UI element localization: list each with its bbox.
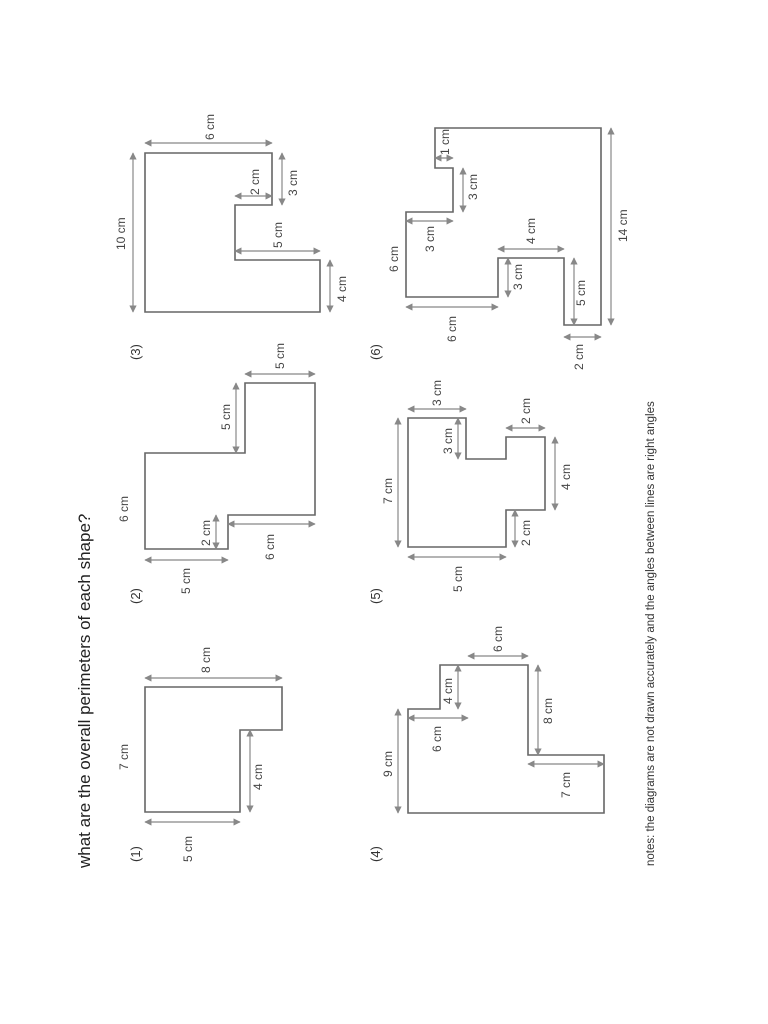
dimension-label: 4 cm [559, 464, 573, 490]
dimension-label: 3 cm [466, 174, 480, 200]
dimension-label: 3 cm [430, 380, 444, 406]
worksheet-title: what are the overall perimeters of each … [75, 514, 94, 869]
shape-6: (6) 1 cm 3 cm 6 cm 3 cm 4 cm 3 cm 6 cm 5… [368, 127, 630, 370]
shape-outline [407, 664, 605, 814]
dimension-label: 6 cm [491, 626, 505, 652]
shape-outline [144, 686, 283, 813]
dimension-label: 3 cm [423, 226, 437, 252]
dimension-label: 3 cm [441, 428, 455, 454]
dimension-label: 5 cm [574, 280, 588, 306]
dimension-label: 2 cm [572, 344, 586, 370]
dimension-label: 6 cm [263, 534, 277, 560]
dimension-label: 4 cm [251, 764, 265, 790]
dimension-label: 6 cm [387, 246, 401, 272]
shape-number: (3) [128, 344, 143, 360]
dimension-label: 2 cm [199, 520, 213, 546]
dimension-label: 3 cm [286, 170, 300, 196]
dimension-label: 5 cm [179, 568, 193, 594]
shape-3: (3) 6 cm 10 cm 2 cm 3 cm 5 cm 4 cm [114, 114, 349, 360]
shape-2: (2) 5 cm 5 cm 6 cm 2 cm 6 cm 5 cm [117, 343, 316, 604]
shape-outline [144, 382, 316, 550]
dimension-label: 14 cm [616, 209, 630, 242]
dimension-label: 5 cm [451, 566, 465, 592]
dimension-label: 4 cm [524, 218, 538, 244]
shape-number: (2) [128, 588, 143, 604]
shape-number: (4) [368, 846, 383, 862]
shape-number: (5) [368, 588, 383, 604]
dimension-label: 7 cm [381, 478, 395, 504]
shape-4: (4) 9 cm 6 cm 4 cm 6 cm 8 cm 7 cm [368, 626, 605, 862]
dimension-label: 1 cm [438, 129, 452, 155]
dimension-label: 4 cm [335, 276, 349, 302]
dimension-label: 5 cm [181, 836, 195, 862]
shape-number: (6) [368, 344, 383, 360]
dimension-label: 9 cm [381, 751, 395, 777]
dimension-label: 6 cm [117, 496, 131, 522]
worksheet-note: notes: the diagrams are not drawn accura… [645, 401, 657, 866]
shape-outline [144, 152, 321, 313]
dimension-label: 5 cm [273, 343, 287, 369]
dimension-label: 7 cm [559, 772, 573, 798]
dimension-label: 8 cm [199, 647, 213, 673]
dimension-label: 2 cm [519, 520, 533, 546]
dimension-label: 5 cm [219, 404, 233, 430]
dimension-label: 2 cm [248, 169, 262, 195]
shape-5: (5) 3 cm 7 cm 3 cm 2 cm 4 cm 2 cm 5 cm [368, 380, 573, 604]
dimension-label: 4 cm [441, 678, 455, 704]
shape-outline [407, 417, 546, 548]
shape-number: (1) [128, 846, 143, 862]
dimension-label: 3 cm [511, 264, 525, 290]
dimension-label: 6 cm [203, 114, 217, 140]
dimension-label: 2 cm [519, 398, 533, 424]
shape-outline [405, 127, 602, 326]
dimension-label: 10 cm [114, 217, 128, 250]
dimension-label: 6 cm [445, 316, 459, 342]
dimension-label: 7 cm [117, 744, 131, 770]
dimension-label: 6 cm [430, 726, 444, 752]
dimension-label: 5 cm [271, 222, 285, 248]
dimension-label: 8 cm [541, 698, 555, 724]
shape-1: (1) 8 cm 7 cm 4 cm 5 cm [117, 647, 283, 862]
